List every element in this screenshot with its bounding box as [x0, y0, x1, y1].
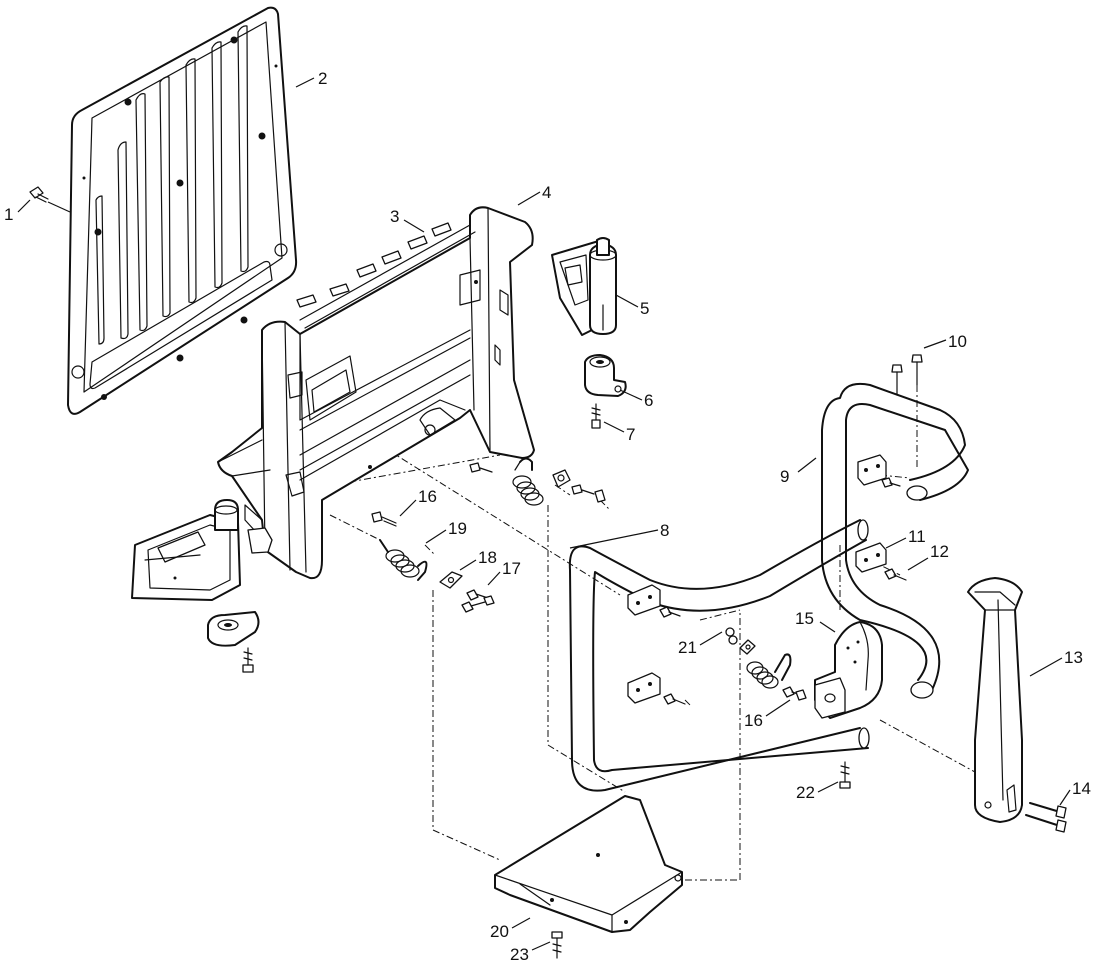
callout-6: 6 — [644, 391, 653, 410]
main-frame — [217, 206, 535, 580]
callout-23: 23 — [510, 945, 529, 964]
hinge-housing-15 — [814, 621, 883, 719]
callout-4: 4 — [542, 183, 551, 202]
screw-12 — [884, 568, 907, 581]
callout-16a: 16 — [418, 487, 437, 506]
foot-plate-20 — [494, 795, 683, 933]
latch-bracket — [551, 237, 617, 336]
left-hinge-block — [207, 611, 260, 673]
callout-13: 13 — [1064, 648, 1083, 667]
callout-19: 19 — [448, 519, 467, 538]
callout-17: 17 — [502, 559, 521, 578]
back-plate — [67, 6, 298, 415]
callout-10: 10 — [948, 332, 967, 351]
callout-8: 8 — [660, 521, 669, 540]
small-bolts-upper — [469, 462, 606, 503]
clamp-upper-right — [857, 454, 901, 488]
washers-21 — [725, 627, 738, 645]
tube-9 — [821, 382, 969, 699]
rubber-pads — [296, 222, 452, 308]
screws-17 — [461, 589, 495, 613]
hinge-block — [584, 354, 627, 397]
screw-23 — [551, 931, 563, 959]
callout-18: 18 — [478, 548, 497, 567]
callout-7: 7 — [626, 425, 635, 444]
plate-18 — [439, 571, 463, 589]
screw-16-upper — [371, 511, 397, 527]
clamp-11 — [855, 542, 887, 573]
callout-5: 5 — [640, 299, 649, 318]
callout-2: 2 — [318, 69, 327, 88]
callout-15: 15 — [795, 609, 814, 628]
screw-22 — [839, 761, 851, 789]
callout-20: 20 — [490, 922, 509, 941]
screw-10 — [891, 354, 923, 396]
spring-lower — [739, 639, 792, 689]
callout-labels: 1 2 3 4 5 6 7 8 9 10 11 12 13 14 15 16 1… — [4, 69, 1091, 964]
callout-16b: 16 — [744, 711, 763, 730]
clamp-left-lower — [627, 672, 686, 705]
screw-16-lower — [782, 686, 807, 701]
screw-1 — [29, 186, 49, 203]
left-latch-plate — [131, 499, 241, 601]
callout-12: 12 — [930, 542, 949, 561]
callout-11: 11 — [908, 527, 926, 546]
clamp-left-upper — [627, 584, 681, 618]
spring-upper — [512, 457, 544, 506]
callout-21: 21 — [678, 638, 697, 657]
leader-lines — [17, 77, 1071, 951]
handle-bar-13 — [967, 577, 1023, 823]
callout-1: 1 — [4, 205, 13, 224]
screw-7 — [591, 403, 601, 429]
callout-22: 22 — [796, 783, 815, 802]
callout-3: 3 — [390, 207, 399, 226]
tube-8 — [568, 519, 870, 792]
callout-9: 9 — [780, 467, 789, 486]
spring-19 — [379, 539, 428, 581]
callout-14: 14 — [1072, 779, 1091, 798]
bolts-14 — [1025, 802, 1067, 833]
